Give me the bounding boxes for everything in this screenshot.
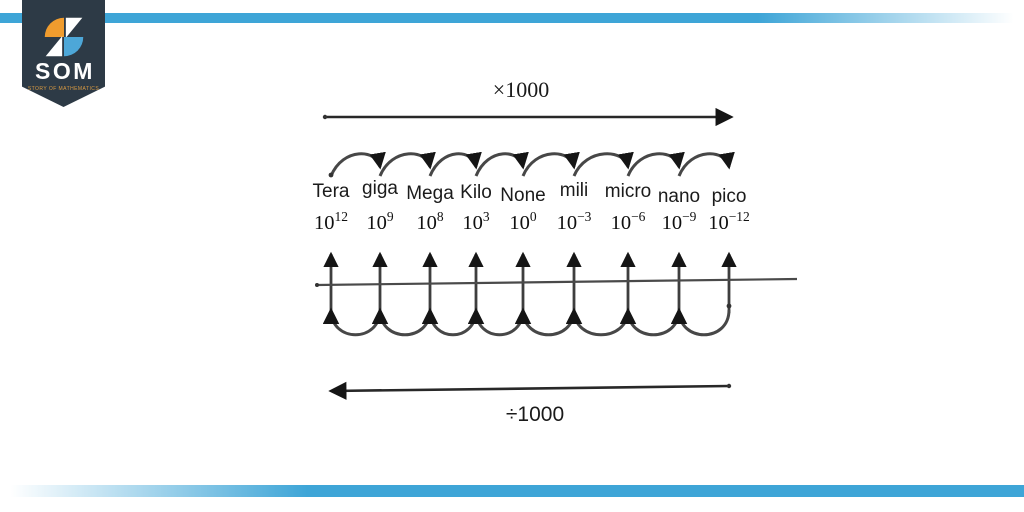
prefix-label: pico bbox=[712, 186, 747, 207]
hop-arc-left bbox=[565, 307, 630, 337]
hop-arc-left bbox=[467, 307, 525, 337]
hop-arc-right bbox=[572, 151, 634, 177]
top-arc-start-dot bbox=[328, 172, 334, 178]
logo-tagline: STORY OF MATHEMATICS bbox=[27, 86, 100, 92]
power-labels: 1012 109 108 103 100 10−3 10−6 10−9 10−12 bbox=[314, 209, 750, 234]
prefix-label: Mega bbox=[406, 183, 454, 204]
number-line bbox=[316, 277, 798, 287]
hop-arc-right bbox=[378, 151, 436, 177]
divide-arrow bbox=[328, 381, 730, 400]
power-of-ten: 100 bbox=[509, 209, 537, 234]
prefix-label: Kilo bbox=[460, 182, 492, 203]
prefix-label: Tera bbox=[313, 181, 350, 202]
prefix-label: mili bbox=[560, 180, 589, 201]
hop-arcs-bottom bbox=[322, 307, 731, 337]
power-of-ten: 108 bbox=[416, 209, 444, 234]
power-of-ten: 10−12 bbox=[708, 209, 750, 234]
hop-arc-right bbox=[521, 151, 580, 177]
hop-arc-left bbox=[421, 307, 478, 337]
hop-arc-right bbox=[329, 151, 386, 177]
logo-wordmark: SOM bbox=[35, 58, 95, 84]
bottom-arc-start-dot bbox=[726, 303, 732, 309]
logo-white-top-triangle bbox=[65, 17, 82, 38]
multiply-label: ×1000 bbox=[493, 77, 549, 102]
divide-label: ÷1000 bbox=[506, 403, 564, 426]
hop-arc-right bbox=[626, 151, 685, 177]
multiply-arrow-start-dot bbox=[322, 114, 328, 120]
power-of-ten: 10−9 bbox=[662, 209, 697, 234]
prefix-label: giga bbox=[362, 178, 398, 199]
hop-arcs-top bbox=[329, 151, 735, 177]
power-of-ten: 103 bbox=[462, 209, 490, 234]
bottom-accent-stripe bbox=[0, 485, 1024, 497]
logo-orange-quarter bbox=[44, 17, 64, 37]
prefix-label: micro bbox=[605, 181, 651, 202]
hop-arc-right bbox=[474, 151, 529, 177]
prefix-label: None bbox=[500, 185, 545, 206]
hop-arc-right bbox=[428, 151, 482, 177]
power-of-ten: 10−6 bbox=[611, 209, 646, 234]
logo-blue-quarter bbox=[63, 37, 83, 57]
divide-arrow-start-dot bbox=[726, 383, 732, 389]
prefix-labels: Tera giga Mega Kilo None mili micro nano pico bbox=[313, 178, 747, 207]
som-logo-badge: SOM STORY OF MATHEMATICS bbox=[22, 0, 105, 107]
power-of-ten: 109 bbox=[366, 209, 394, 234]
logo-white-bottom-triangle bbox=[45, 36, 62, 57]
hop-arc-right bbox=[677, 151, 735, 177]
hop-arc-left bbox=[619, 307, 681, 337]
som-logo-icon bbox=[44, 17, 83, 57]
prefix-label: nano bbox=[658, 186, 700, 207]
hop-arc-left bbox=[670, 307, 731, 337]
number-line-start-dot bbox=[315, 283, 319, 287]
hop-arc-left bbox=[371, 307, 432, 337]
hop-arc-left bbox=[322, 307, 382, 337]
top-accent-stripe bbox=[0, 13, 1024, 23]
hop-arc-left bbox=[514, 307, 576, 337]
power-of-ten: 10−3 bbox=[557, 209, 592, 234]
power-of-ten: 1012 bbox=[314, 209, 348, 234]
